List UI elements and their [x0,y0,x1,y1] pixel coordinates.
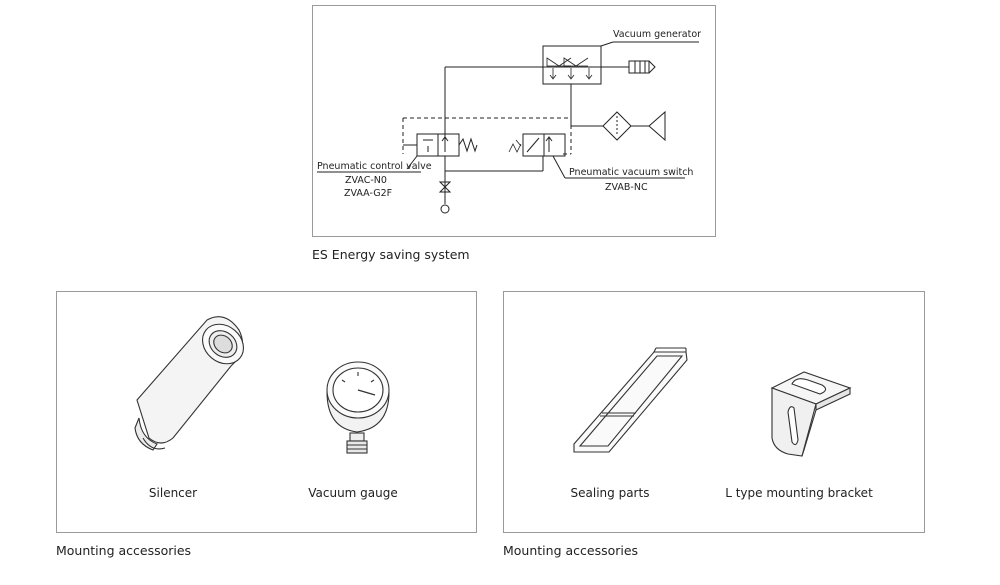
vacuum-gauge-icon [326,361,390,454]
silencer-symbol [628,60,650,74]
sealing-parts-icon [573,347,852,457]
suction-cup-symbol [648,110,666,142]
schematic-panel: Vacuum generator Pneumatic control valve… [312,5,716,237]
label-control-valve-model-2: ZVAA-G2F [344,188,392,199]
sealing-parts-label: Sealing parts [570,486,650,500]
label-vacuum-generator: Vacuum generator [613,29,701,40]
label-control-valve-model-1: ZVAC-N0 [345,175,387,186]
vacuum-generator-block [542,45,602,85]
accessories-left-caption: Mounting accessories [56,543,192,558]
l-bracket-label: L type mounting bracket [725,486,873,500]
accessories-right-caption: Mounting accessories [503,543,639,558]
accessories-panel-right: Sealing parts L type mounting bracket [503,291,925,533]
silencer-label: Silencer [148,486,198,500]
l-bracket-icon [770,371,852,457]
label-vacuum-switch-model: ZVAB-NC [605,182,648,193]
silencer-icon [134,316,390,454]
vacuum-gauge-label: Vacuum gauge [308,486,398,500]
ejector-symbols [546,57,593,80]
supply-source-symbol [440,204,450,214]
schematic-caption: ES Energy saving system [312,247,470,262]
pneumatic-schematic: Vacuum generator Pneumatic control valve… [317,29,701,214]
accessories-panel-left: Silencer Vacuum gauge [56,291,477,533]
label-pneumatic-control-valve: Pneumatic control valve [317,161,432,172]
label-pneumatic-vacuum-switch: Pneumatic vacuum switch [569,167,693,178]
